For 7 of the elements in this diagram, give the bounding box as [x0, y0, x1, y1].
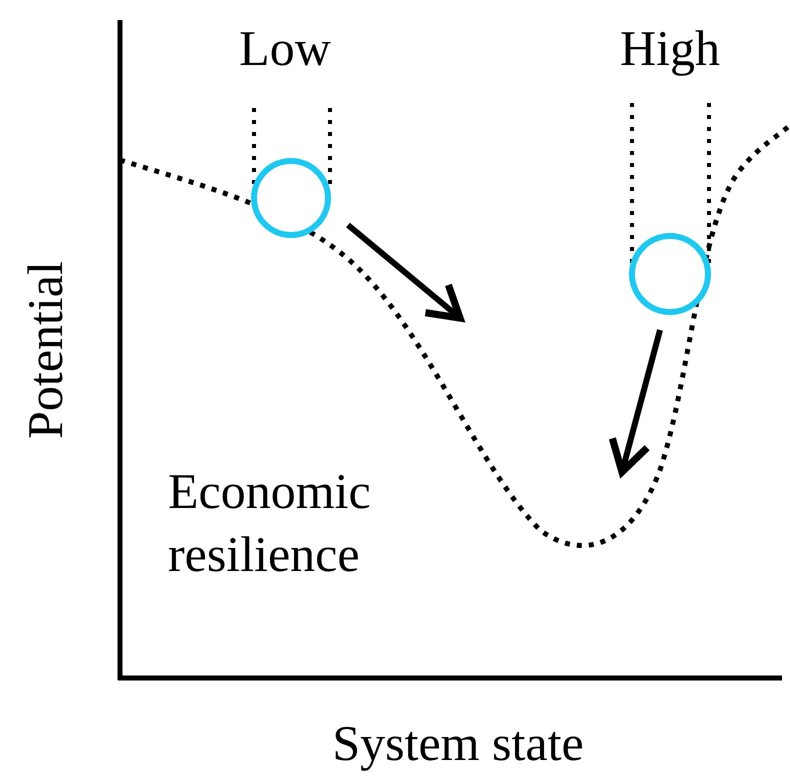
ball [251, 158, 331, 238]
diagram-note: Economic resilience [168, 462, 372, 584]
ball [629, 233, 711, 315]
axis-title: Potential [16, 261, 74, 439]
basin-label: Low [239, 19, 331, 78]
axis-title: System state [332, 714, 584, 773]
basin-label: High [620, 19, 720, 78]
